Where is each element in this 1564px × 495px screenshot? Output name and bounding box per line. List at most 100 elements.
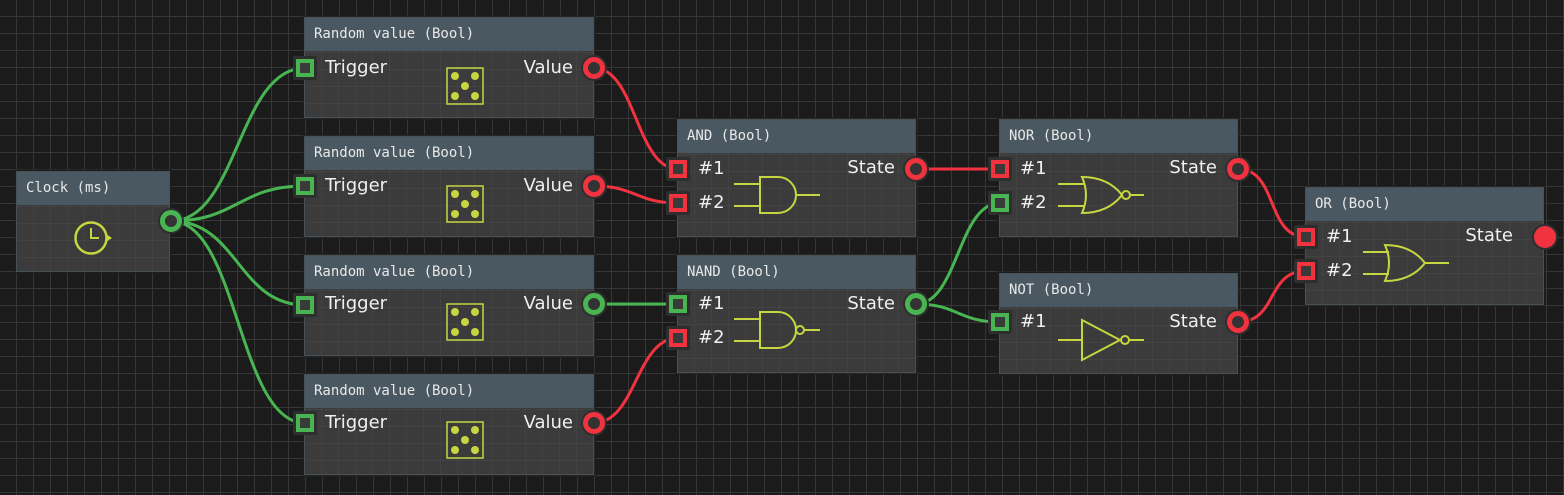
input-pin-trigger[interactable]: [293, 56, 317, 80]
input-pin-1[interactable]: [666, 157, 690, 181]
connection-wire[interactable]: [170, 219, 306, 425]
output-pin-state[interactable]: [1225, 309, 1251, 335]
port-label-value: Value: [523, 57, 573, 78]
dice-icon: [446, 185, 484, 223]
node-title[interactable]: NOR (Bool): [1000, 120, 1237, 153]
dice-pip: [451, 210, 459, 218]
output-pin[interactable]: [158, 208, 184, 234]
dice-pip: [471, 446, 479, 454]
port-label-state: State: [847, 157, 895, 178]
port-label-value: Value: [523, 175, 573, 196]
port-label-state: State: [1465, 225, 1513, 246]
output-pin-value[interactable]: [581, 291, 607, 317]
dice-pip: [451, 328, 459, 336]
node-title[interactable]: NOT (Bool): [1000, 274, 1237, 307]
input-pin-1[interactable]: [988, 310, 1012, 334]
port-label-2: #2: [1020, 192, 1047, 213]
not-gate-icon: [1058, 318, 1144, 362]
node-nor-gate[interactable]: NOR (Bool) #1 #2 State: [988, 119, 1251, 237]
dice-pip: [471, 210, 479, 218]
dice-pip: [461, 200, 469, 208]
dice-pip: [451, 72, 459, 80]
input-pin-trigger[interactable]: [293, 411, 317, 435]
node-random-value[interactable]: Random value (Bool) Trigger Value: [293, 255, 607, 356]
port-label-trigger: Trigger: [325, 57, 388, 78]
connection-wire[interactable]: [170, 219, 306, 307]
node-title[interactable]: OR (Bool): [1306, 188, 1543, 221]
dice-face: [446, 185, 484, 223]
dice-pip: [451, 446, 459, 454]
port-label-1: #1: [1326, 226, 1353, 247]
dice-icon: [446, 421, 484, 459]
port-label-state: State: [1169, 311, 1217, 332]
node-random-value[interactable]: Random value (Bool) Trigger Value: [293, 374, 607, 475]
input-pin-1[interactable]: [988, 157, 1012, 181]
node-clock[interactable]: Clock (ms): [16, 171, 184, 272]
node-title[interactable]: Random value (Bool): [305, 18, 593, 51]
dice-pip: [461, 82, 469, 90]
clock-icon: [74, 221, 112, 255]
input-pin-2[interactable]: [1294, 259, 1318, 283]
connection-wire[interactable]: [593, 66, 679, 171]
input-pin-trigger[interactable]: [293, 293, 317, 317]
port-label-state: State: [1169, 157, 1217, 178]
input-pin-2[interactable]: [666, 191, 690, 215]
input-pin-1[interactable]: [1294, 225, 1318, 249]
output-pin-value[interactable]: [581, 173, 607, 199]
input-pin-2[interactable]: [988, 191, 1012, 215]
port-label-1: #1: [1020, 311, 1047, 332]
dice-pip: [471, 328, 479, 336]
input-pin-trigger[interactable]: [293, 174, 317, 198]
output-pin-state[interactable]: [903, 156, 929, 182]
port-label-trigger: Trigger: [325, 293, 388, 314]
dice-pip: [471, 426, 479, 434]
dice-pip: [471, 308, 479, 316]
port-label-trigger: Trigger: [325, 412, 388, 433]
output-pin-value[interactable]: [581, 55, 607, 81]
dice-pip: [471, 72, 479, 80]
dice-icon: [446, 303, 484, 341]
output-pin-state[interactable]: [1225, 156, 1251, 182]
port-label-1: #1: [698, 293, 725, 314]
port-label-2: #2: [1326, 260, 1353, 281]
dice-face: [446, 303, 484, 341]
connection-wire[interactable]: [170, 184, 306, 223]
port-label-state: State: [847, 293, 895, 314]
dice-pip: [461, 318, 469, 326]
node-title[interactable]: NAND (Bool): [678, 256, 915, 289]
dice-pip: [451, 92, 459, 100]
connection-wire[interactable]: [170, 66, 306, 223]
output-pin-state[interactable]: [903, 291, 929, 317]
port-label-2: #2: [698, 192, 725, 213]
node-title[interactable]: Clock (ms): [17, 172, 169, 205]
dice-pip: [451, 426, 459, 434]
node-title[interactable]: AND (Bool): [678, 120, 915, 153]
node-or-gate[interactable]: OR (Bool) #1 #2 State: [1294, 187, 1558, 305]
node-random-value[interactable]: Random value (Bool) Trigger Value: [293, 136, 607, 237]
dice-pip: [451, 190, 459, 198]
nand-gate-icon: [734, 311, 820, 349]
and-gate-icon: [734, 176, 820, 214]
connection-wire[interactable]: [593, 336, 679, 425]
port-label-2: #2: [698, 327, 725, 348]
node-title[interactable]: Random value (Bool): [305, 375, 593, 408]
node-title[interactable]: Random value (Bool): [305, 137, 593, 170]
dice-pip: [471, 92, 479, 100]
node-title[interactable]: Random value (Bool): [305, 256, 593, 289]
dice-icon: [446, 67, 484, 105]
dice-face: [446, 67, 484, 105]
output-pin-value[interactable]: [581, 410, 607, 436]
port-label-value: Value: [523, 293, 573, 314]
node-random-value[interactable]: Random value (Bool) Trigger Value: [293, 17, 607, 118]
port-label-trigger: Trigger: [325, 175, 388, 196]
connection-wire[interactable]: [915, 201, 1001, 306]
port-label-1: #1: [698, 158, 725, 179]
node-nand-gate[interactable]: NAND (Bool) #1 #2 State: [666, 255, 929, 373]
node-not-gate[interactable]: NOT (Bool) #1 State: [988, 273, 1251, 374]
dice-pip: [451, 308, 459, 316]
node-and-gate[interactable]: AND (Bool) #1 #2 State: [666, 119, 929, 237]
input-pin-2[interactable]: [666, 326, 690, 350]
dice-pip: [461, 436, 469, 444]
dice-face: [446, 421, 484, 459]
input-pin-1[interactable]: [666, 292, 690, 316]
